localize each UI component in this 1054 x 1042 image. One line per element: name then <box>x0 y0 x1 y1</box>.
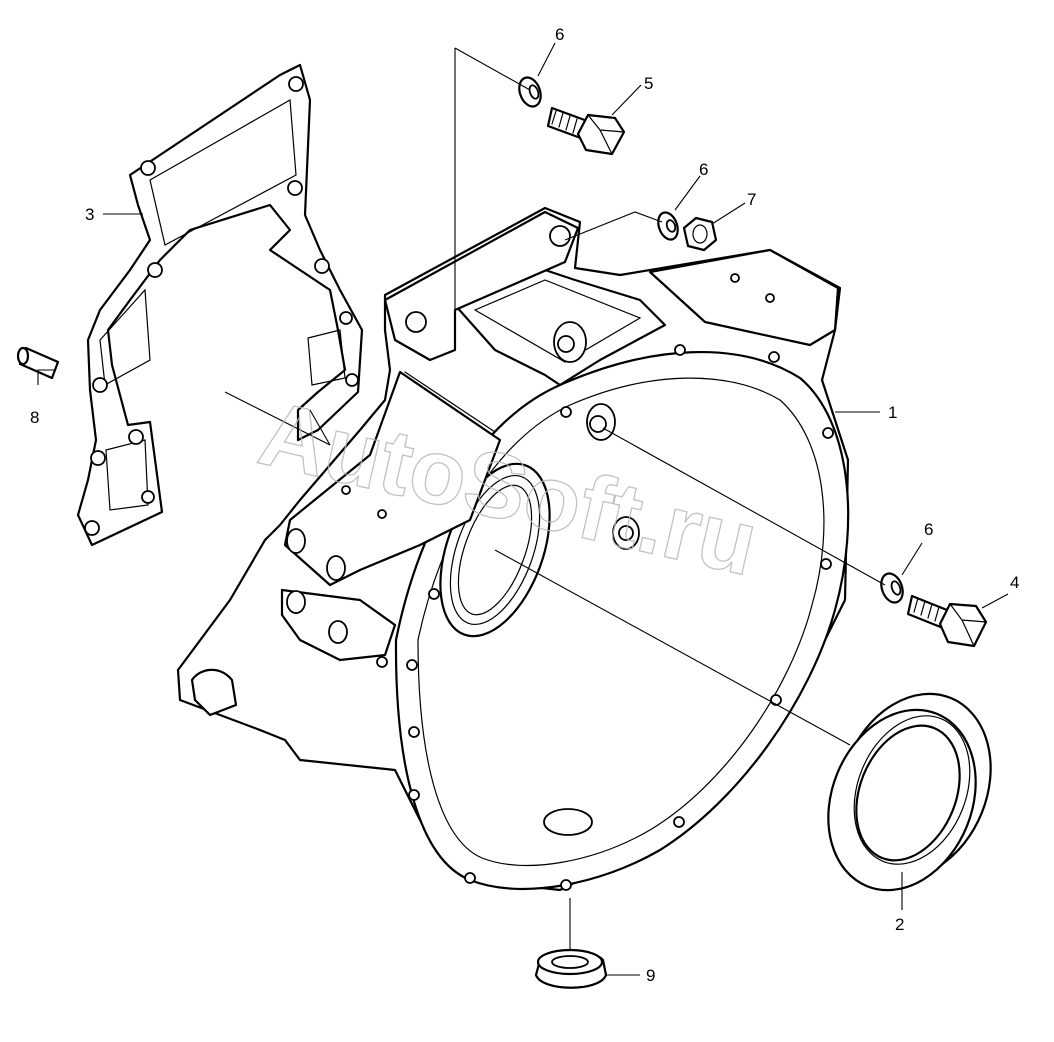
callout-9: 9 <box>646 966 655 985</box>
callout-8: 8 <box>30 408 39 427</box>
callout-6-right: 6 <box>924 520 933 539</box>
washer-top <box>518 76 542 108</box>
nut <box>682 216 718 252</box>
callout-4: 4 <box>1010 573 1019 592</box>
callout-7: 7 <box>747 190 756 209</box>
callout-1: 1 <box>888 403 897 422</box>
leader-lines <box>37 42 1009 976</box>
callout-5: 5 <box>644 74 653 93</box>
washer-right <box>880 572 904 604</box>
plug <box>534 948 608 989</box>
bolt-upper <box>546 106 626 156</box>
callout-3: 3 <box>85 205 94 224</box>
flywheel-housing <box>176 206 850 892</box>
callout-6-mid: 6 <box>699 160 708 179</box>
callouts: 1 2 3 4 5 6 6 6 7 8 9 <box>30 25 1019 985</box>
washer-mid <box>657 211 679 241</box>
bolt-right <box>906 594 988 648</box>
callout-2: 2 <box>895 915 904 934</box>
gasket <box>76 63 364 547</box>
oil-seal <box>827 692 992 892</box>
callout-6-top: 6 <box>555 25 564 44</box>
